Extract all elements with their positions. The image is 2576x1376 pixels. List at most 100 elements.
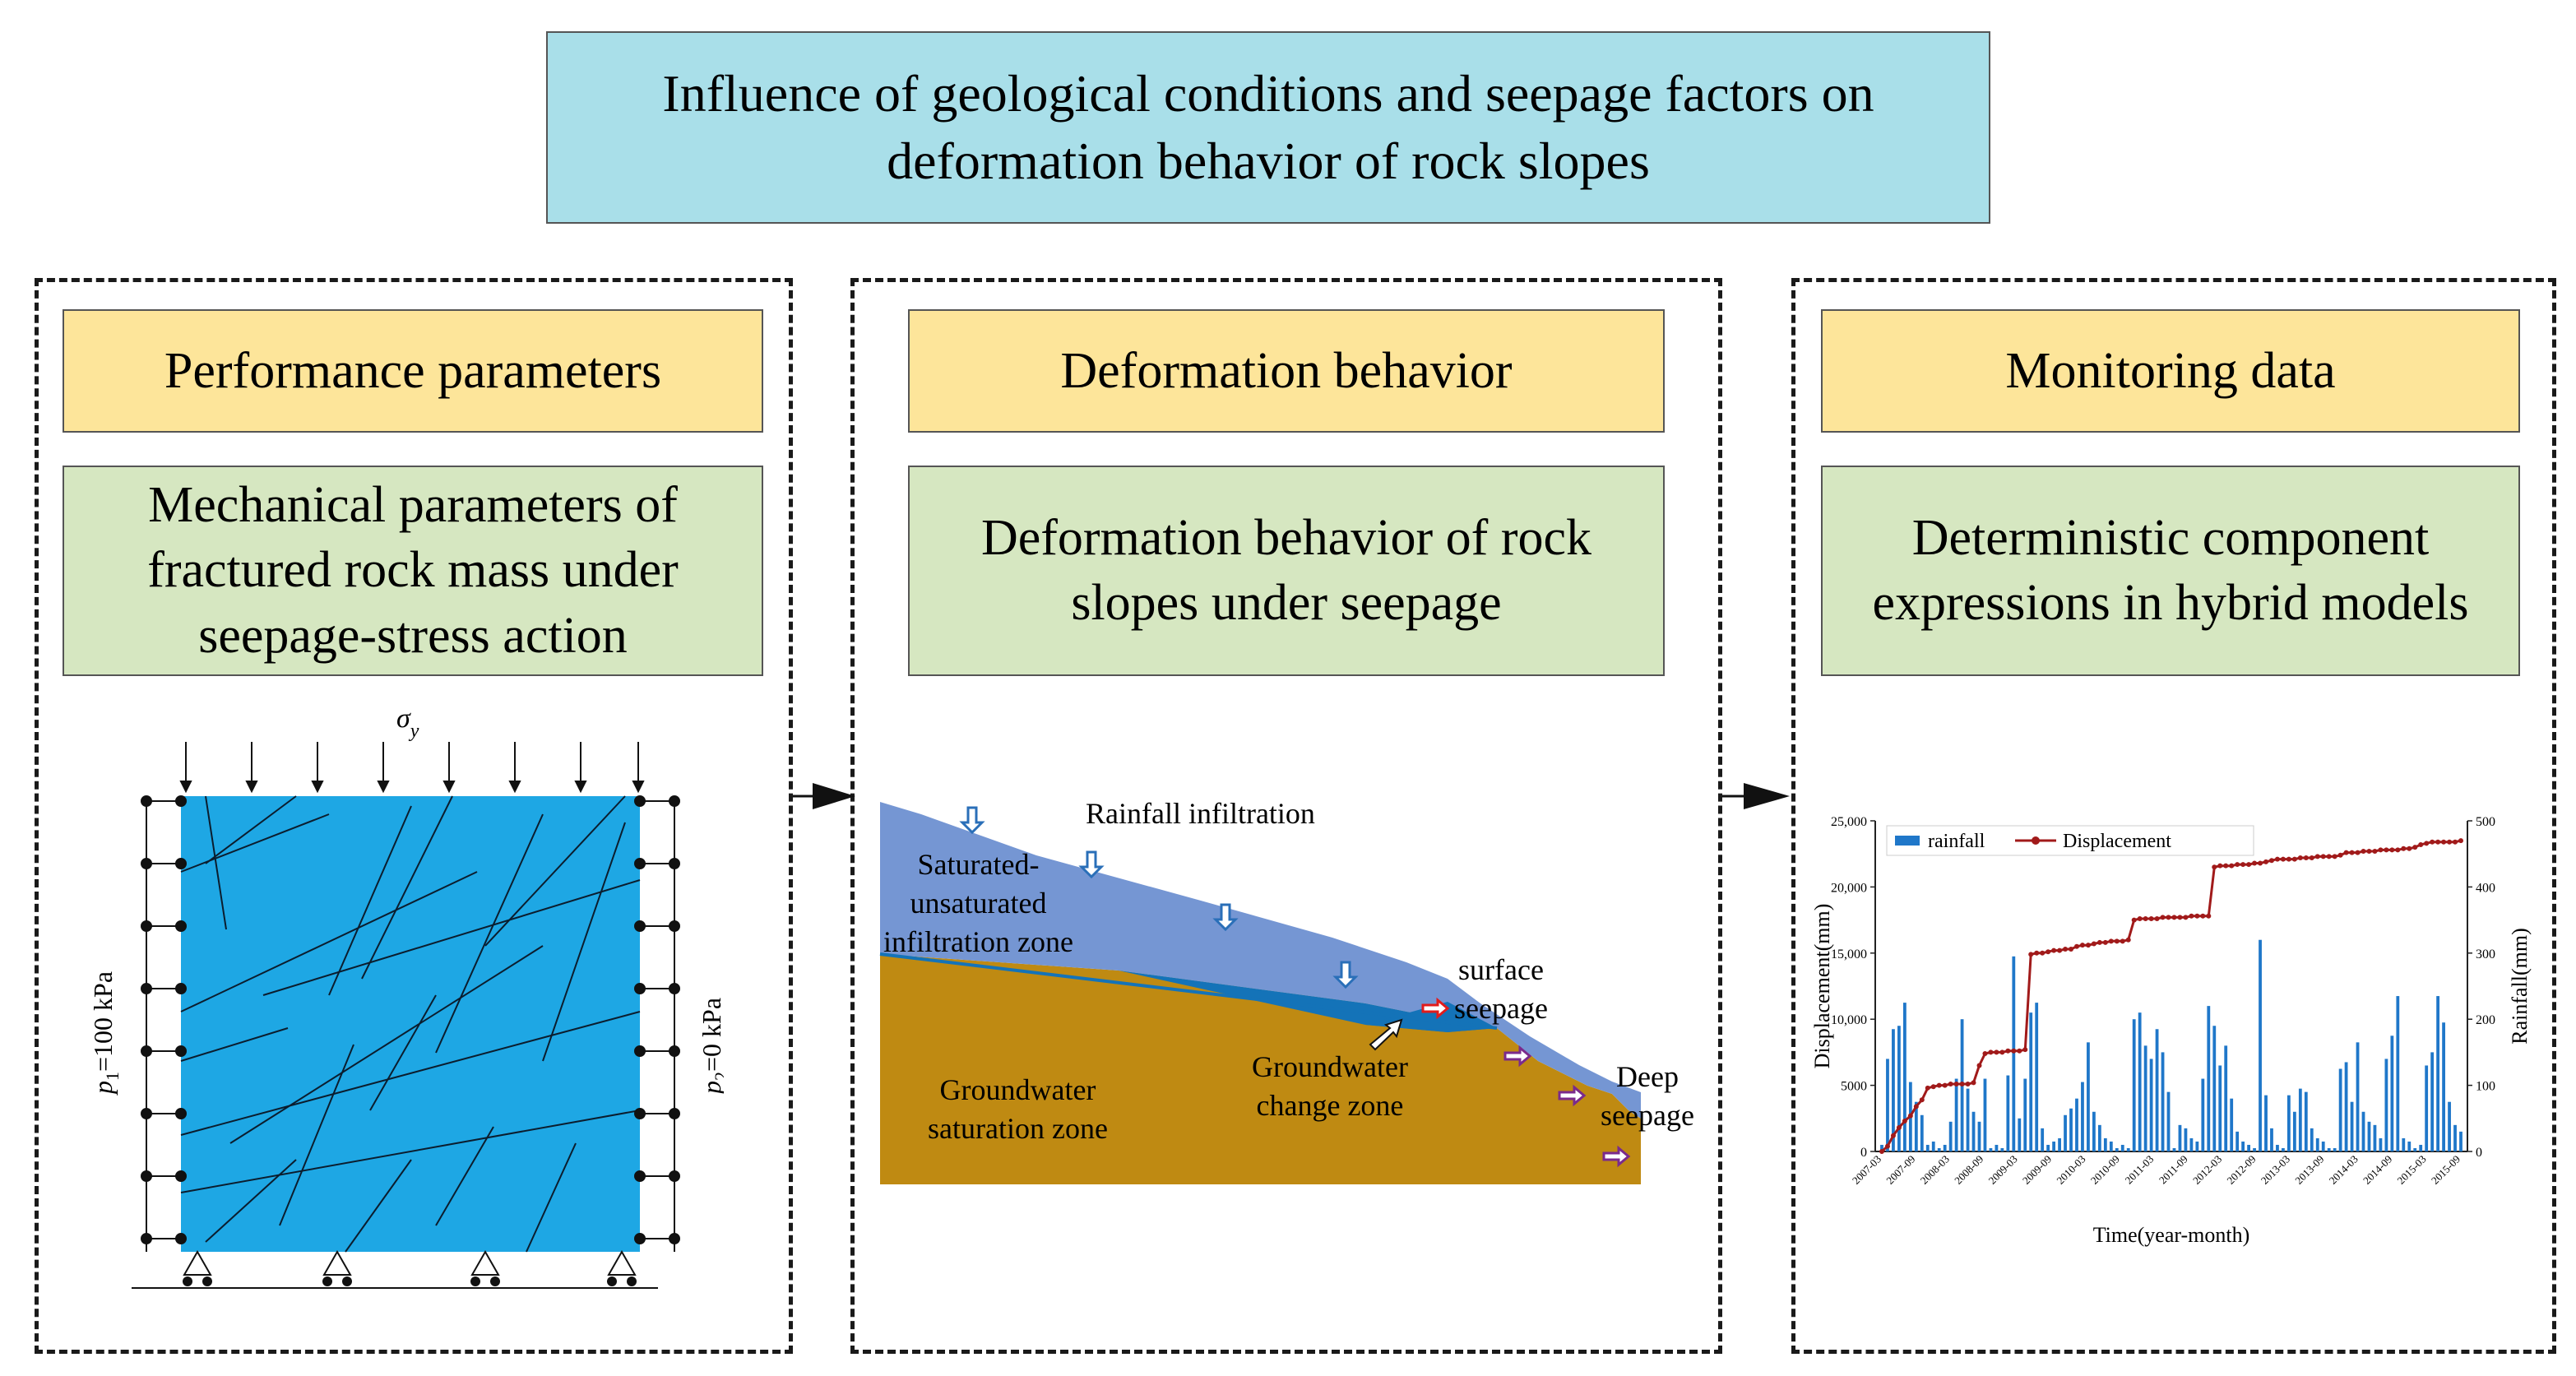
x-tick-label: 2015-03 — [2394, 1153, 2428, 1187]
displacement-point — [1890, 1133, 1896, 1138]
rainfall-bar — [1989, 1147, 1993, 1151]
rock-mass-domain — [181, 796, 640, 1252]
displacement-point — [2223, 863, 2229, 869]
rainfall-bar — [2120, 1144, 2124, 1151]
displacement-point — [2183, 915, 2189, 920]
displacement-point — [2378, 847, 2384, 853]
panel-subheader-performance: Mechanical parameters of fractured rock … — [63, 466, 763, 676]
displacement-point — [2268, 858, 2274, 864]
rainfall-bar — [2018, 1118, 2022, 1151]
rainfall-bar — [1937, 1147, 1941, 1151]
displacement-point — [2073, 943, 2079, 949]
x-tick-label: 2008-03 — [1918, 1153, 1952, 1187]
rainfall-bar — [2419, 1144, 2423, 1151]
displacement-point — [2160, 915, 2166, 920]
rainfall-bar — [2333, 1147, 2337, 1151]
rainfall-bar — [2212, 1026, 2217, 1151]
rainfall-bar — [2425, 1065, 2429, 1151]
panel-subheader-text: Deterministic component expressions in h… — [1872, 509, 2469, 631]
y-left-tick-label: 20,000 — [1831, 881, 1867, 895]
displacement-point — [2314, 854, 2320, 859]
rainfall-bar — [2052, 1141, 2056, 1151]
rainfall-bar — [2459, 1131, 2462, 1151]
x-tick-label: 2007-09 — [1883, 1153, 1917, 1187]
displacement-point — [2120, 938, 2125, 944]
rainfall-bar — [2286, 1095, 2291, 1151]
panel-subheader-monitoring: Deterministic component expressions in h… — [1821, 466, 2520, 676]
rainfall-bar — [2310, 1128, 2314, 1151]
rainfall-bar — [2253, 1147, 2256, 1151]
rainfall-bar — [2149, 1059, 2153, 1151]
rainfall-bar — [1983, 1078, 1987, 1151]
displacement-point — [2028, 952, 2034, 957]
rainfall-bar — [2282, 1147, 2285, 1151]
rainfall-bar — [1948, 1121, 1953, 1151]
displacement-point — [2079, 943, 2085, 948]
rainfall-bar — [2402, 1137, 2406, 1151]
y-left-tick-label: 25,000 — [1831, 815, 1867, 829]
rainfall-bar — [2155, 1029, 2159, 1151]
panel-middle-frame — [850, 278, 1722, 1354]
rainfall-bar — [1925, 1144, 1930, 1151]
rainfall-bar — [2143, 1045, 2147, 1151]
seepage-arrow-3 — [1602, 1145, 1631, 1168]
displacement-point — [2246, 862, 2252, 868]
rainfall-bar — [2109, 1141, 2113, 1151]
rainfall-bar — [1892, 1029, 1895, 1151]
displacement-point — [2366, 848, 2372, 854]
rainfall-bar — [2367, 1121, 2371, 1151]
displacement-point — [2189, 913, 2194, 919]
deep-seepage-label: Deep seepage — [1601, 1060, 1694, 1132]
x-tick-label: 2013-03 — [2259, 1153, 2292, 1187]
sigma-label: σy — [396, 703, 419, 742]
legend-displacement-marker — [2032, 836, 2040, 845]
rainfall-bar — [1943, 1144, 1947, 1151]
panel-subheader-text: Mechanical parameters of fractured rock … — [147, 476, 679, 664]
displacement-point — [2217, 863, 2223, 869]
x-tick-label: 2011-03 — [2123, 1153, 2157, 1187]
rainfall-bar — [2046, 1144, 2050, 1151]
displacement-point — [2291, 856, 2297, 862]
displacement-point — [1988, 1049, 1994, 1055]
groundwater-saturation-label: Groundwater saturation zone — [928, 1073, 1108, 1145]
displacement-point — [2143, 915, 2148, 921]
rainfall-bar — [2064, 1114, 2067, 1151]
y-right-tick-label: 200 — [2476, 1013, 2495, 1027]
rainfall-bar — [2442, 1022, 2445, 1151]
rainfall-bar — [2189, 1137, 2194, 1151]
fracture-lines — [180, 795, 641, 1253]
y-right-tick-label: 400 — [2476, 881, 2495, 895]
displacement-point — [2320, 854, 2326, 859]
rainfall-bar — [2178, 1124, 2182, 1151]
rainfall-bar — [1931, 1141, 1935, 1151]
displacement-point — [1896, 1125, 1902, 1131]
displacement-point — [1925, 1085, 1930, 1091]
y-left-axis-label: Displacement(mm) — [1810, 904, 1834, 1069]
displacement-point — [2051, 947, 2057, 953]
rainfall-bar — [2361, 1111, 2365, 1151]
x-tick-label: 2013-09 — [2292, 1153, 2326, 1187]
bottom-roller-supports — [132, 1249, 658, 1289]
surface-seepage-arrow — [1421, 997, 1450, 1020]
monitoring-chart: 0500010,00015,00020,00025,00001002003004… — [1810, 815, 2532, 1247]
rainfall-bar — [2075, 1098, 2078, 1151]
displacement-line — [1879, 838, 2463, 1154]
chart-ticks: 0500010,00015,00020,00025,00001002003004… — [1810, 815, 2532, 1247]
rainfall-bar — [2230, 1098, 2234, 1151]
panel-subheader-text: Deformation behavior of rock slopes unde… — [980, 509, 1591, 631]
y-right-tick-label: 100 — [2476, 1080, 2495, 1094]
rainfall-bar — [1977, 1121, 1981, 1151]
rainfall-bar — [1897, 1026, 1901, 1151]
infiltration-zone — [880, 802, 1641, 1119]
rainfall-bar — [1880, 1144, 1883, 1151]
x-tick-label: 2010-09 — [2088, 1153, 2122, 1187]
displacement-point — [2131, 917, 2137, 923]
x-tick-label: 2011-09 — [2157, 1153, 2190, 1187]
displacement-point — [1982, 1051, 1988, 1057]
rainfall-bar — [1966, 1088, 1970, 1151]
rainfall-bar — [2270, 1128, 2273, 1151]
rainfall-bar — [2184, 1128, 2188, 1151]
displacement-point — [2412, 845, 2418, 850]
displacement-point — [1942, 1082, 1948, 1088]
rainfall-bar — [1902, 1003, 1907, 1151]
